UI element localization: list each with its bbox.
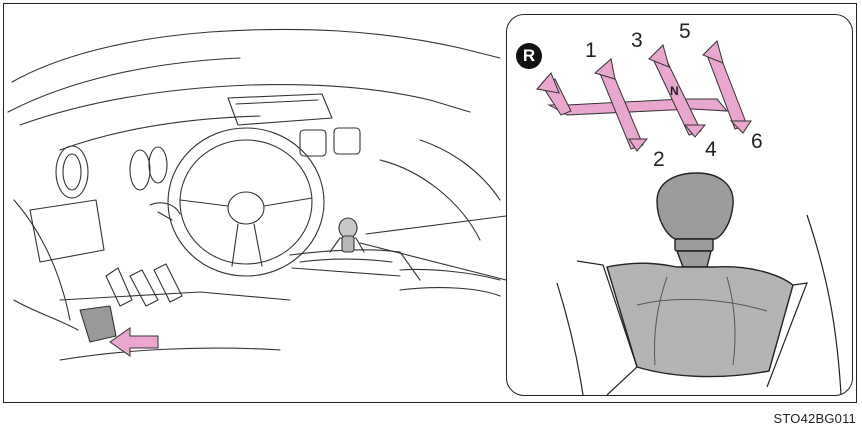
shift-pattern-diagram (507, 15, 853, 396)
gear-label-4: 4 (705, 139, 717, 160)
reverse-gear-badge: R (516, 43, 542, 69)
gear-label-3: 3 (631, 30, 643, 51)
gear-label-5: 5 (679, 21, 691, 42)
shift-pattern-inset: R N 1 2 3 4 5 6 (506, 14, 853, 396)
gear-label-1: 1 (585, 40, 597, 61)
clutch-arrow (110, 328, 158, 356)
gear-label-neutral: N (670, 85, 679, 97)
gear-label-6: 6 (751, 131, 763, 152)
figure-code: STO42BG011 (774, 411, 856, 426)
gear-label-2: 2 (653, 149, 665, 170)
